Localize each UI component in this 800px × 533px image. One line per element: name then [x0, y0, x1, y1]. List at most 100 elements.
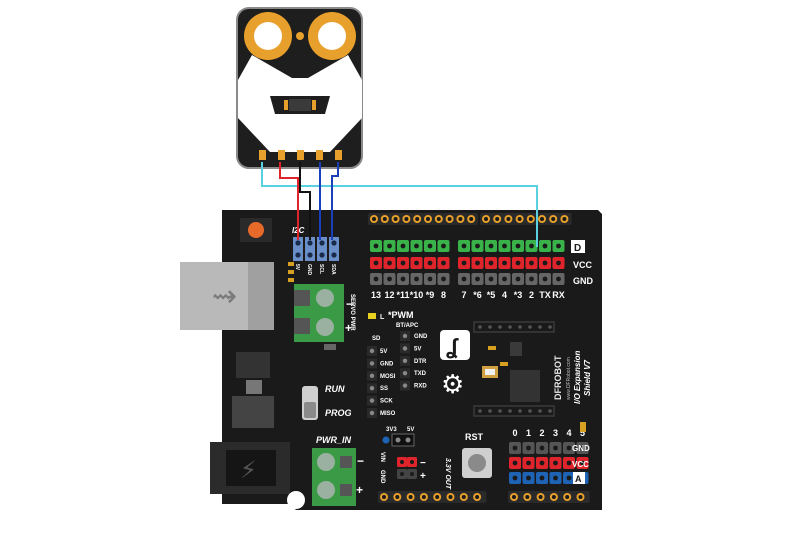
header-hole-center	[562, 217, 567, 221]
bt-pin-hole	[402, 333, 408, 339]
digital-pin-hole	[488, 276, 494, 282]
header-hole-center	[393, 217, 398, 221]
smd-header-bottom	[473, 405, 555, 417]
digital-pin-number: 12	[384, 290, 394, 300]
digital-pin-number: 4	[502, 290, 507, 300]
dc-power-jack: ⚡	[210, 442, 290, 494]
sensor-module	[236, 7, 363, 169]
header-hole-center	[540, 217, 544, 221]
transistor	[510, 342, 522, 356]
df-logo-icon: ʆ	[446, 334, 459, 359]
bt-pin-header	[400, 331, 410, 391]
header-hole-center	[382, 217, 387, 221]
digital-pin-number: *6	[473, 290, 482, 300]
voltage-jumper[interactable]	[391, 433, 415, 447]
wire-cyan	[261, 162, 538, 247]
i2c-pin	[331, 240, 337, 246]
bt-pin-label: RXD	[414, 384, 427, 390]
digital-pin-number: 8	[441, 290, 446, 300]
digital-pin-number: RX	[552, 290, 565, 300]
header-hole-center	[415, 217, 420, 221]
header-hole-center	[538, 495, 543, 499]
digital-pin-hole	[502, 276, 507, 282]
header-hole-center	[484, 217, 488, 221]
vin-gnd-label: GND	[379, 470, 385, 484]
digital-pin-number: TX	[539, 290, 551, 300]
header-hole-center	[528, 217, 533, 221]
out-pins	[397, 457, 417, 479]
digital-pin-hole	[556, 260, 561, 266]
led-l	[368, 313, 376, 319]
sd-pin-hole	[369, 410, 375, 416]
analog-pin-hole	[526, 460, 531, 466]
servo-pwr-label: SERVO PWR	[349, 294, 355, 331]
digital-row-label-gnd: GND	[573, 276, 594, 286]
digital-row-label-vcc: VCC	[573, 260, 593, 270]
header-hole-center	[475, 495, 480, 499]
bt-pin-label: GND	[414, 334, 428, 340]
sensor-pin	[335, 150, 342, 160]
digital-pin-hole	[556, 243, 561, 249]
servo-plus: +	[345, 321, 352, 335]
digital-pin-hole	[414, 260, 419, 266]
digital-pin-hole	[542, 276, 548, 282]
digital-pin-hole	[475, 243, 480, 249]
header-hole-center	[426, 217, 430, 221]
analog-row-label-a: A	[575, 474, 582, 484]
header-hole-center	[551, 217, 556, 221]
sd-pin-hole	[369, 348, 375, 354]
i2c-pin	[319, 252, 325, 258]
digital-pin-hole	[373, 243, 379, 249]
bt-pin-hole	[402, 358, 408, 363]
digital-pin-hole	[427, 243, 433, 249]
sd-pin-hole	[369, 361, 375, 366]
smd-dot	[538, 409, 542, 413]
i2c-pin	[331, 252, 337, 258]
digital-pin-hole	[515, 243, 521, 249]
header-hole-center	[469, 217, 474, 221]
header-hole-center	[461, 495, 466, 499]
digital-pin-hole	[515, 260, 521, 266]
digital-pin-hole	[400, 243, 406, 249]
out-pin-hole	[410, 460, 414, 464]
sensor-pin-header	[259, 150, 342, 160]
digital-pin-hole	[373, 276, 379, 282]
3v3-label: 3V3	[386, 427, 397, 433]
sensor-pin	[316, 150, 323, 160]
digital-pin-hole	[387, 243, 392, 249]
header-hole-center	[436, 217, 441, 221]
sensor-pin	[297, 150, 304, 160]
digital-header-left	[368, 213, 478, 225]
sd-pin-label: 5V	[380, 349, 387, 355]
analog-pin-hole	[580, 445, 585, 451]
digital-pin-hole	[502, 243, 507, 249]
digital-pin-hole	[400, 276, 406, 282]
regulator-1	[236, 352, 270, 378]
rst-label: RST	[465, 432, 484, 442]
smd-dot	[518, 409, 522, 413]
i2c-pin	[295, 240, 301, 246]
digital-pin-hole	[414, 243, 419, 249]
i2c-pin-label: SDA	[330, 264, 336, 275]
smd-header-top	[473, 321, 555, 333]
bt-pin-hole	[402, 371, 408, 376]
analog-pin-hole	[566, 475, 572, 481]
digital-pin-hole	[461, 276, 467, 282]
header-hole-center	[512, 495, 516, 499]
servo-minus: −	[346, 297, 353, 311]
digital-pin-number: 13	[371, 290, 381, 300]
smd-dots	[478, 325, 552, 413]
analog-pin-hole	[553, 445, 558, 451]
digital-pin-hole	[529, 276, 534, 282]
header-hole-center	[435, 495, 440, 499]
sd-pin-hole	[369, 398, 375, 403]
i2c-pin-label: SCL	[318, 264, 324, 274]
smd-dot	[498, 409, 502, 413]
brand-name: DFROBOT	[553, 355, 563, 400]
i2c-pin-label: 5V	[294, 264, 300, 271]
digital-pin-hole	[542, 260, 548, 266]
